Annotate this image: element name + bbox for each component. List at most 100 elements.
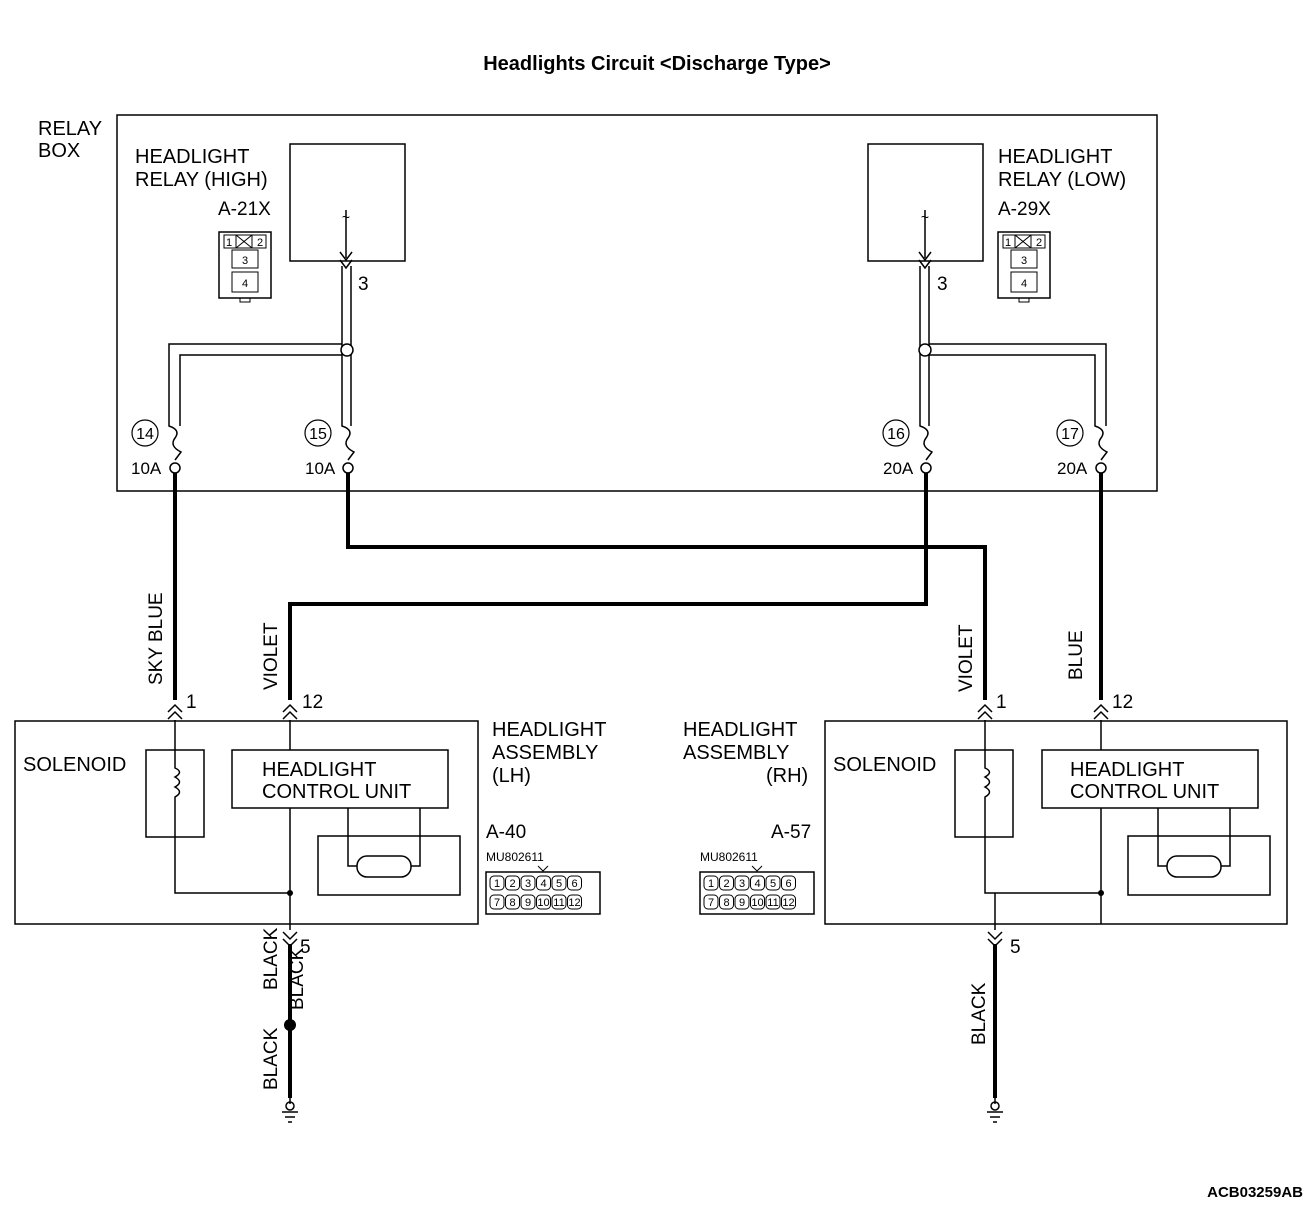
wire-label-violet-lh: VIOLET xyxy=(261,622,282,690)
headlight-assembly-lh-label-line3: (LH) xyxy=(492,765,531,787)
lh-pin-5-label: 5 xyxy=(300,937,311,958)
lh-connector-pin-11: 11 xyxy=(553,897,564,909)
rh-connector-pin-11: 11 xyxy=(767,897,778,909)
wire-label-sky-blue: SKY BLUE xyxy=(146,592,167,685)
rh-lamp-housing xyxy=(1127,835,1271,896)
relay-low-pin-1: 1 xyxy=(1005,237,1011,249)
lh-connector-pin-cell-9 xyxy=(520,894,536,910)
rh-ground-connector-arrows xyxy=(987,931,1003,948)
rh-connector-pin-cell-7 xyxy=(703,894,719,910)
fuse-15: 15 10A xyxy=(304,419,356,478)
lh-connector-code: A-40 xyxy=(486,822,526,843)
relay-low-pin-4: 4 xyxy=(1021,278,1027,290)
rh-ground-junction xyxy=(1098,890,1104,896)
relay-high-terminal-3: 3 xyxy=(358,274,369,295)
lh-connector-pin-cell-11 xyxy=(551,894,567,910)
fuse-16-number-badge xyxy=(882,419,910,447)
rh-control-unit-label-line1: HEADLIGHT xyxy=(1070,759,1184,781)
rh-connector-pin-cell-5 xyxy=(765,875,781,891)
wire-label-blue: BLUE xyxy=(1066,630,1087,680)
lh-connector-pin-cell-3 xyxy=(520,875,536,891)
wire-label-violet-rh: VIOLET xyxy=(956,624,977,692)
lh-connector-pin-cell-10 xyxy=(536,894,551,910)
fuse-15-number-badge xyxy=(304,419,332,447)
headlight-assembly-rh-frame xyxy=(824,720,1288,925)
rh-solenoid-box xyxy=(954,749,1014,838)
lh-connector-pin-cell-5 xyxy=(551,875,567,891)
relay-low-connector-code: A-29X xyxy=(998,199,1051,220)
fuse-14-rating: 10A xyxy=(131,459,162,478)
lh-connector-part-number: MU802611 xyxy=(486,850,544,864)
relay-high-pin-3: 3 xyxy=(242,255,248,267)
lh-solenoid-label: SOLENOID xyxy=(23,754,126,776)
lh-control-unit-label-line2: CONTROL UNIT xyxy=(262,781,411,803)
rh-connector-pin-1: 1 xyxy=(708,878,714,890)
lh-connector-pin-cell-4 xyxy=(536,875,551,891)
lh-input-connector-arrows xyxy=(167,703,298,720)
rh-connector-pin-8: 8 xyxy=(723,897,729,909)
rh-connector-pin-cell-9 xyxy=(734,894,750,910)
relay-low-pin-3: 3 xyxy=(1021,255,1027,267)
relay-high-label-line1: HEADLIGHT xyxy=(135,146,249,168)
headlight-assembly-rh-label-line1: HEADLIGHT xyxy=(683,719,797,741)
fuse-14-number-badge xyxy=(131,419,159,447)
fuse-17-rating: 20A xyxy=(1057,459,1088,478)
headlight-assembly-rh-label-line3: (RH) xyxy=(766,765,808,787)
rh-connector-pin-5: 5 xyxy=(770,878,776,890)
fuse-16-rating: 20A xyxy=(883,459,914,478)
rh-control-unit-box xyxy=(1041,749,1259,809)
wire-violet-rh xyxy=(346,473,987,700)
relay-box-label-line2: BOX xyxy=(38,140,80,162)
rh-connector-pin-3: 3 xyxy=(739,878,745,890)
lh-connector-pin-3: 3 xyxy=(525,878,531,890)
fuse-15-number: 15 xyxy=(309,426,327,443)
lh-control-unit-label-line1: HEADLIGHT xyxy=(262,759,376,781)
wire-label-black-lh-upper: BLACK xyxy=(261,927,282,990)
relay-low-internal-wiring xyxy=(918,210,1107,420)
headlight-assembly-lh-frame xyxy=(14,720,479,925)
rh-pin-12-label: 12 xyxy=(1112,692,1133,713)
lh-connector-pin-2: 2 xyxy=(509,878,515,890)
lh-connector-pin-cell-6 xyxy=(567,875,582,891)
rh-pin-5-label: 5 xyxy=(1010,937,1021,958)
relay-low-label-line2: RELAY (LOW) xyxy=(998,169,1126,191)
lh-connector-pin-7: 7 xyxy=(494,897,500,909)
lh-connector-pin-8: 8 xyxy=(509,897,515,909)
rh-connector-part-number: MU802611 xyxy=(700,850,758,864)
lh-ground-connector-arrows xyxy=(282,931,298,948)
lh-ground-junction xyxy=(287,890,293,896)
lh-connector-pin-cell-12 xyxy=(567,894,582,910)
lh-connector-pin-1: 1 xyxy=(494,878,500,890)
headlight-assembly-rh-label-line2: ASSEMBLY xyxy=(683,742,789,764)
fuse-17: 17 20A xyxy=(1056,419,1109,478)
headlight-assembly-lh-label-line1: HEADLIGHT xyxy=(492,719,606,741)
relay-low-connector-icon: 1 2 3 4 xyxy=(997,231,1051,303)
relay-low-label-line1: HEADLIGHT xyxy=(998,146,1112,168)
lh-connector-pin-5: 5 xyxy=(556,878,562,890)
rh-pin-1-label: 1 xyxy=(996,692,1007,713)
rh-connector-pin-9: 9 xyxy=(739,897,745,909)
relay-high-label-line2: RELAY (HIGH) xyxy=(135,169,268,191)
relay-low-body xyxy=(867,143,984,262)
lh-connector-pin-4: 4 xyxy=(540,878,546,890)
lh-solenoid-coil xyxy=(173,720,290,894)
rh-control-unit-label-line2: CONTROL UNIT xyxy=(1070,781,1219,803)
lh-control-unit-box xyxy=(231,749,449,809)
relay-high-pin-4: 4 xyxy=(242,278,248,290)
relay-high-connector-code: A-21X xyxy=(218,199,271,220)
rh-connector-pin-4: 4 xyxy=(754,878,760,890)
rh-solenoid-label: SOLENOID xyxy=(833,754,936,776)
lh-ground-icon xyxy=(282,1098,298,1123)
relay-high-pin-1: 1 xyxy=(226,237,232,249)
lh-pin-1-label: 1 xyxy=(186,692,197,713)
lh-connector-pin-6: 6 xyxy=(571,878,577,890)
rh-connector-pin-7: 7 xyxy=(708,897,714,909)
relay-box-frame xyxy=(116,114,1158,492)
lh-connector-pin-12: 12 xyxy=(568,897,580,909)
rh-connector-code: A-57 xyxy=(771,822,811,843)
rh-connector-pin-cell-11 xyxy=(765,894,781,910)
lh-splice-point xyxy=(284,1019,296,1031)
figure-id: ACB03259AB xyxy=(1207,1184,1303,1201)
lh-connector-pin-cell-1 xyxy=(489,875,505,891)
